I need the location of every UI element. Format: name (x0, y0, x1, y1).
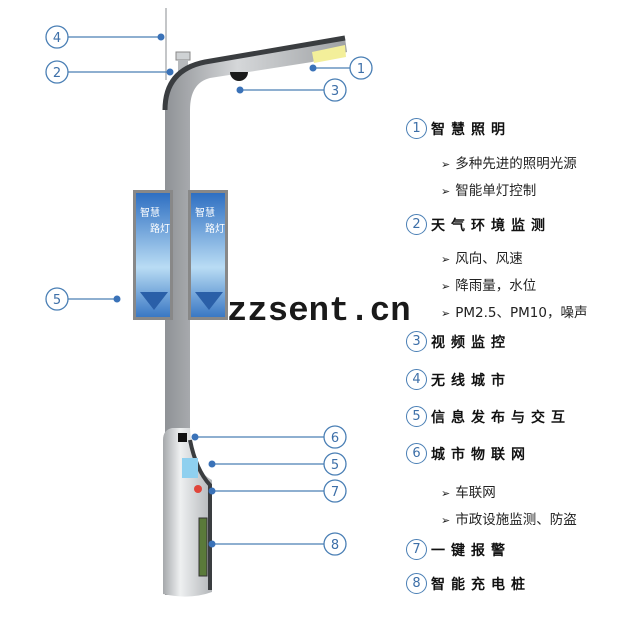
led-billboard: 智慧 路灯 智慧 路灯 (133, 190, 228, 320)
watermark: zzsent.cn (227, 293, 411, 331)
billboard-text-3: 智慧 (195, 206, 215, 219)
legend-title: 天气环境监测 (431, 217, 551, 234)
legend-title: 城市物联网 (431, 446, 531, 463)
callout-5-billboard: 5 (53, 293, 61, 308)
legend-item: ➢PM2.5、PM10，噪声 (441, 305, 588, 321)
legend-item: ➢多种先进的照明光源 (441, 156, 577, 172)
callout-5-screen: 5 (331, 458, 339, 473)
callout-3: 3 (331, 84, 339, 99)
arrowhead-bullet-icon: ➢ (441, 185, 451, 198)
arrowhead-bullet-icon: ➢ (441, 280, 451, 293)
callout-1: 1 (357, 62, 365, 77)
legend-item: ➢风向、风速 (441, 251, 523, 267)
legend-item: ➢降雨量，水位 (441, 278, 537, 294)
legend-title: 视频监控 (431, 334, 511, 351)
legend-title: 智慧照明 (431, 121, 511, 138)
callout-7: 7 (331, 485, 339, 500)
legend-number: 4 (406, 369, 427, 390)
charging-pile (198, 517, 208, 577)
alarm-button (194, 485, 202, 493)
lamp-head (312, 45, 346, 63)
legend-number: 3 (406, 331, 427, 352)
arrowhead-bullet-icon: ➢ (441, 158, 451, 171)
callout-4: 4 (53, 31, 61, 46)
legend-title: 信息发布与交互 (431, 409, 571, 426)
callout-6: 6 (331, 431, 339, 446)
arrowhead-bullet-icon: ➢ (441, 487, 451, 500)
legend-item: ➢市政设施监测、防盗 (441, 512, 577, 528)
legend-title: 无线城市 (431, 372, 511, 389)
billboard-text-1: 智慧 (140, 206, 160, 219)
iot-module (178, 433, 187, 442)
arrowhead-bullet-icon: ➢ (441, 253, 451, 266)
legend-title: 一键报警 (431, 542, 511, 559)
arrowhead-bullet-icon: ➢ (441, 307, 451, 320)
billboard-text-4: 路灯 (205, 222, 225, 235)
legend-number: 8 (406, 573, 427, 594)
callout-8: 8 (331, 538, 339, 553)
legend-number: 2 (406, 214, 427, 235)
weather-sensor (175, 51, 191, 74)
legend-number: 5 (406, 406, 427, 427)
camera (230, 72, 248, 81)
legend-number: 7 (406, 539, 427, 560)
billboard-text-2: 路灯 (150, 222, 170, 235)
legend-number: 1 (406, 118, 427, 139)
legend-item: ➢车联网 (441, 485, 496, 501)
arrowhead-bullet-icon: ➢ (441, 514, 451, 527)
legend-title: 智能充电桩 (431, 576, 531, 593)
interactive-screen (182, 458, 198, 478)
callout-2: 2 (53, 66, 61, 81)
legend-item: ➢智能单灯控制 (441, 183, 537, 199)
legend-number: 6 (406, 443, 427, 464)
